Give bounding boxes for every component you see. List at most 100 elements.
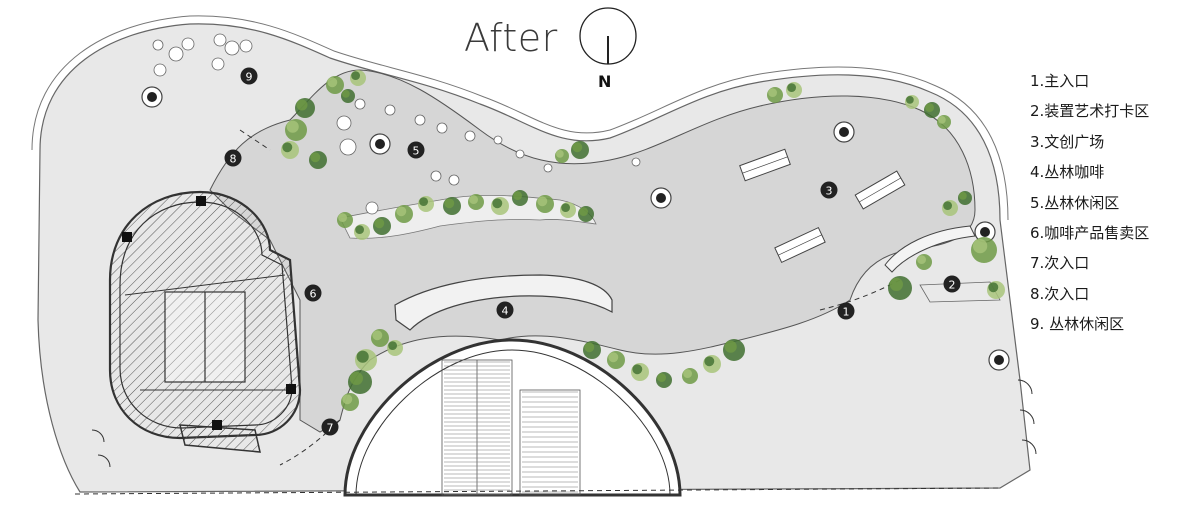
tree-icon xyxy=(512,190,528,206)
zone-marker: 7 xyxy=(321,418,339,436)
zone-marker-number: 6 xyxy=(310,287,317,300)
zone-marker-number: 5 xyxy=(413,144,420,157)
tree-icon xyxy=(468,194,484,210)
legend-item: 2.装置艺术打卡区 xyxy=(1030,102,1150,121)
zone-marker-dot xyxy=(407,141,425,159)
tree-icon xyxy=(341,393,359,411)
tree-icon xyxy=(281,141,299,159)
decor-circle xyxy=(464,130,476,142)
tree-highlight xyxy=(327,77,338,88)
bench-line xyxy=(859,177,901,203)
tree-highlight xyxy=(372,330,383,341)
tree-highlight xyxy=(556,150,564,158)
tree-highlight xyxy=(355,225,364,235)
decor-circle xyxy=(515,149,525,159)
decor-circle xyxy=(436,122,448,134)
tree-icon xyxy=(937,115,951,129)
zone-marker-dot xyxy=(321,418,339,436)
zone-marker-number: 1 xyxy=(843,305,850,318)
legend: 1.主入口 2.装置艺术打卡区 3.文创广场 4.丛林咖啡 5.丛林休闲区 6.… xyxy=(1030,66,1149,340)
lamps xyxy=(141,86,1010,371)
tree-highlight xyxy=(943,201,952,211)
decor-circle xyxy=(213,33,227,47)
tree-icon xyxy=(326,76,344,94)
installation-wall xyxy=(884,225,976,273)
trees xyxy=(281,70,1005,411)
tree-icon xyxy=(341,89,355,103)
benches xyxy=(739,148,906,264)
tree-icon xyxy=(905,95,919,109)
zone-marker-dot xyxy=(304,284,322,302)
tree-icon xyxy=(631,363,649,381)
tree-highlight xyxy=(396,206,407,217)
plan-title: After xyxy=(464,16,558,60)
decor-circle xyxy=(181,37,195,51)
decor-circle xyxy=(384,104,396,116)
tree-icon xyxy=(491,197,509,215)
tree-highlight xyxy=(419,197,428,207)
zone-marker: 2 xyxy=(943,275,961,293)
tree-highlight xyxy=(608,352,619,363)
tree-icon xyxy=(285,119,307,141)
decor-circle xyxy=(631,157,641,167)
decor-circles xyxy=(152,33,641,215)
tree-highlight xyxy=(286,120,299,133)
decor-circle xyxy=(168,46,184,62)
tree-icon xyxy=(373,217,391,235)
zone-marker-dot xyxy=(496,301,514,319)
tree-highlight xyxy=(906,96,914,104)
north-label: N xyxy=(598,72,612,91)
tree-highlight xyxy=(388,341,397,350)
tree-icon xyxy=(971,237,997,263)
tree-icon xyxy=(723,339,745,361)
zone-marker: 9 xyxy=(240,67,258,85)
zone-marker: 3 xyxy=(820,181,838,199)
zone-marker-number: 4 xyxy=(502,304,509,317)
tree-icon xyxy=(560,202,576,218)
zone-marker-dot xyxy=(837,302,855,320)
tree-icon xyxy=(350,70,366,86)
tree-icon xyxy=(924,102,940,118)
tree-icon xyxy=(536,195,554,213)
bottom-rotunda xyxy=(343,338,682,497)
zone-marker: 6 xyxy=(304,284,322,302)
tree-icon xyxy=(656,372,672,388)
decor-circle xyxy=(239,39,253,53)
tree-highlight xyxy=(282,142,293,153)
tree-icon xyxy=(354,224,370,240)
tree-highlight xyxy=(584,342,595,353)
zone-marker-dot xyxy=(224,149,242,167)
bench xyxy=(739,148,791,182)
decor-circle xyxy=(354,98,366,110)
tree-highlight xyxy=(572,142,583,153)
north-arrow-icon xyxy=(579,7,637,65)
tree-icon xyxy=(355,349,377,371)
tree-highlight xyxy=(351,71,360,80)
tree-icon xyxy=(395,205,413,223)
tree-icon xyxy=(295,98,315,118)
outer-ground-border xyxy=(31,15,1009,221)
tree-highlight xyxy=(972,238,988,254)
lamp-core xyxy=(656,193,666,203)
lamp-core xyxy=(980,227,990,237)
tree-highlight xyxy=(469,195,478,205)
legend-item: 3.文创广场 xyxy=(1030,132,1105,151)
tree-highlight xyxy=(959,192,967,200)
zone-marker-dot xyxy=(820,181,838,199)
decor-circle xyxy=(336,115,352,131)
zone-marker-number: 8 xyxy=(230,152,237,165)
zone-marker: 1 xyxy=(837,302,855,320)
bench xyxy=(774,226,826,264)
zone-markers: 1 2 3 4 5 6 7 8 9 xyxy=(224,67,961,436)
tree-highlight xyxy=(889,277,904,291)
zone-marker-number: 9 xyxy=(246,70,253,83)
tree-icon xyxy=(958,191,972,205)
tree-highlight xyxy=(704,356,715,367)
legend-item: 7.次入口 xyxy=(1030,254,1090,273)
tree-icon xyxy=(703,355,721,373)
legend-item: 8.次入口 xyxy=(1030,284,1090,303)
tree-highlight xyxy=(657,373,666,382)
tree-icon xyxy=(987,281,1005,299)
